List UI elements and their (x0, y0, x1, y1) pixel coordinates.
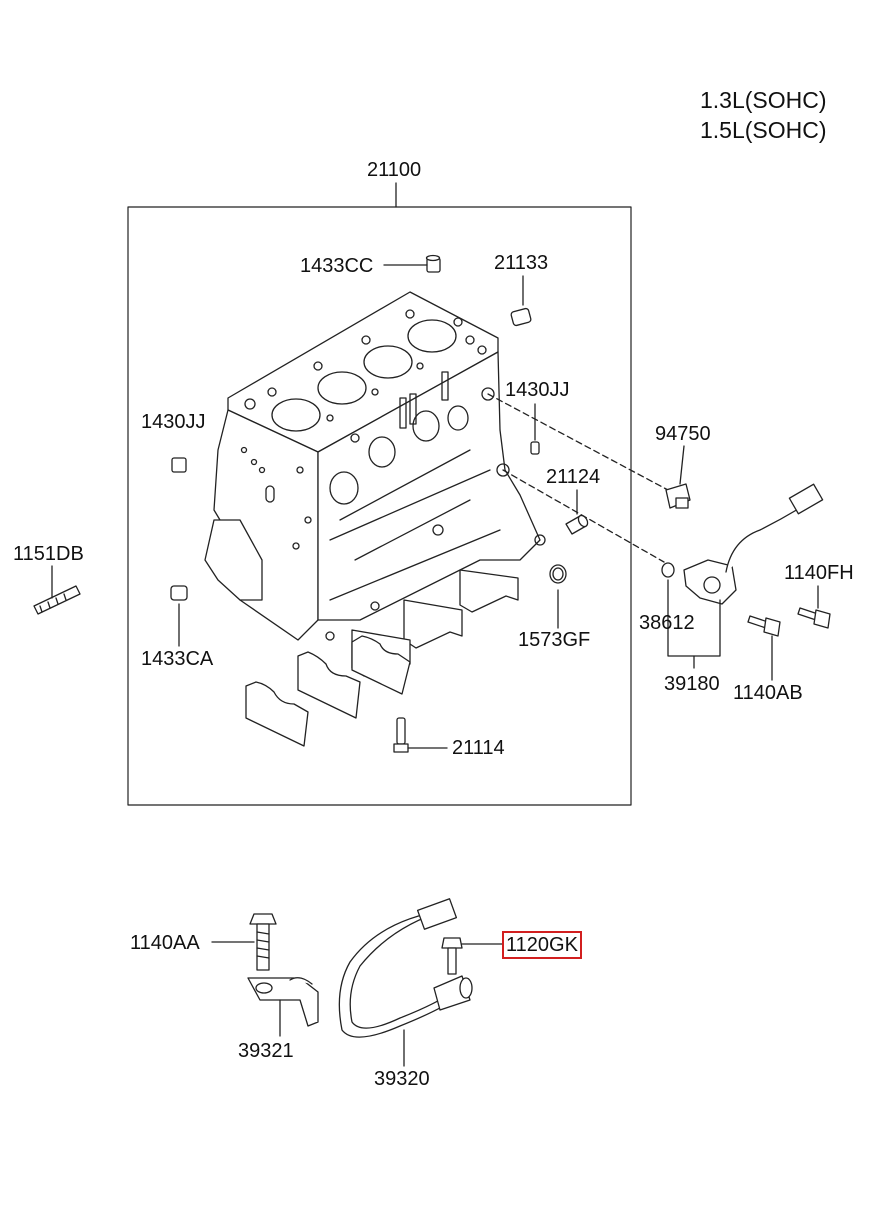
part-label-39321[interactable]: 39321 (238, 1040, 294, 1062)
part-label-38612[interactable]: 38612 (639, 612, 695, 634)
block-side-details (240, 371, 546, 641)
sleeve-21124-drawing (565, 514, 589, 535)
part-label-1433CC[interactable]: 1433CC (300, 255, 374, 277)
pin-1430JJ-right (530, 441, 540, 455)
dashed-94750 (487, 393, 669, 491)
part-label-1140AA[interactable]: 1140AA (130, 932, 200, 954)
cylinder-bores (244, 309, 487, 432)
part-label-21124[interactable]: 21124 (546, 466, 601, 488)
bolt-21114-drawing (393, 717, 409, 753)
leader-94750 (679, 445, 685, 485)
bearing-caps (245, 635, 411, 747)
part-label-21133[interactable]: 21133 (494, 252, 549, 274)
bolt-1140FH-drawing (797, 607, 831, 629)
dowel-1433CA (170, 585, 188, 601)
part-label-1430JJ-left[interactable]: 1430JJ (141, 411, 206, 433)
part-label-1140FH[interactable]: 1140FH (784, 562, 854, 584)
sensor-94750-drawing (665, 483, 691, 509)
part-label-1151DB[interactable]: 1151DB (13, 543, 84, 565)
part-label-1433CA[interactable]: 1433CA (141, 648, 214, 670)
pin-1430JJ-left (171, 457, 187, 473)
engine-spec-1: 1.3L(SOHC) (700, 87, 827, 113)
cylinder-block-frame (127, 206, 632, 806)
bolt-1140AB-drawing (747, 615, 781, 637)
sensor-39320-drawing (338, 898, 473, 1038)
part-label-94750[interactable]: 94750 (655, 423, 711, 445)
part-label-1430JJ-right[interactable]: 1430JJ (505, 379, 570, 401)
cylinder-block (204, 291, 541, 641)
part-label-1120GK[interactable]: 1120GK (502, 931, 582, 959)
bolt-1140AA-drawing (249, 913, 277, 971)
part-label-21100[interactable]: 21100 (367, 159, 422, 181)
part-label-1573GF[interactable]: 1573GF (518, 629, 591, 651)
part-label-1140AB[interactable]: 1140AB (733, 682, 803, 704)
dashed-38612 (502, 469, 665, 563)
bolt-1120GK-drawing (441, 937, 463, 975)
part-label-39180[interactable]: 39180 (664, 673, 720, 695)
plug-21133-drawing (510, 307, 532, 327)
part-label-39320[interactable]: 39320 (374, 1068, 430, 1090)
ring-38612 (661, 562, 675, 578)
dowel-1433CC-drawing (425, 254, 441, 273)
bracket-39321-drawing (247, 977, 319, 1027)
engine-spec-2: 1.5L(SOHC) (700, 117, 827, 143)
sensor-39180-drawing (683, 483, 824, 605)
part-label-21114[interactable]: 21114 (452, 737, 505, 759)
